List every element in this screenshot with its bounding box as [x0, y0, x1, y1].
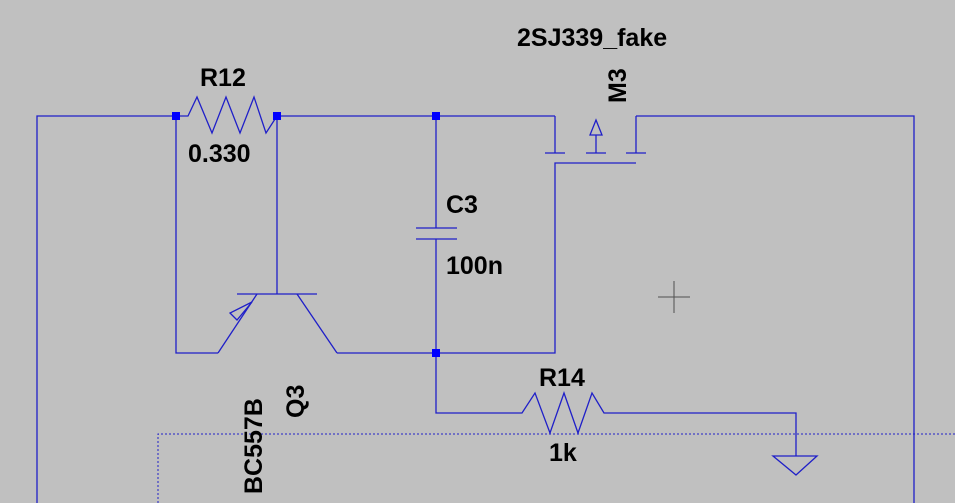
mosfet-m3[interactable] — [545, 116, 646, 154]
ground-icon[interactable] — [771, 455, 819, 476]
transistor-q3[interactable] — [217, 293, 338, 354]
right-rail-wire[interactable] — [636, 115, 915, 503]
left-rail-wire[interactable] — [36, 115, 176, 503]
junction-dot — [432, 112, 440, 120]
r14-ref-label: R14 — [539, 364, 585, 392]
r12-ref-label: R12 — [200, 64, 246, 92]
q3-model-label: BC557B — [240, 398, 268, 494]
m3-model-label: 2SJ339_fake — [517, 24, 667, 52]
capacitor-c3[interactable] — [416, 116, 457, 353]
junction-nodes — [172, 112, 440, 357]
r12-value-label: 0.330 — [188, 140, 251, 168]
resistor-r14[interactable] — [435, 353, 797, 456]
dashed-region-box — [157, 433, 955, 503]
c3-value-label: 100n — [446, 252, 503, 280]
junction-dot — [273, 112, 281, 120]
m3-gate-wire[interactable] — [436, 162, 636, 354]
q3-ref-label: Q3 — [282, 385, 310, 418]
junction-dot — [432, 349, 440, 357]
junction-dot — [172, 112, 180, 120]
r14-value-label: 1k — [549, 439, 577, 467]
q3-emitter-wire[interactable] — [175, 116, 218, 354]
c3-ref-label: C3 — [446, 191, 478, 219]
resistor-r12[interactable] — [176, 95, 278, 135]
m3-ref-label: M3 — [604, 68, 632, 103]
crosshair-cursor-icon — [658, 281, 690, 313]
